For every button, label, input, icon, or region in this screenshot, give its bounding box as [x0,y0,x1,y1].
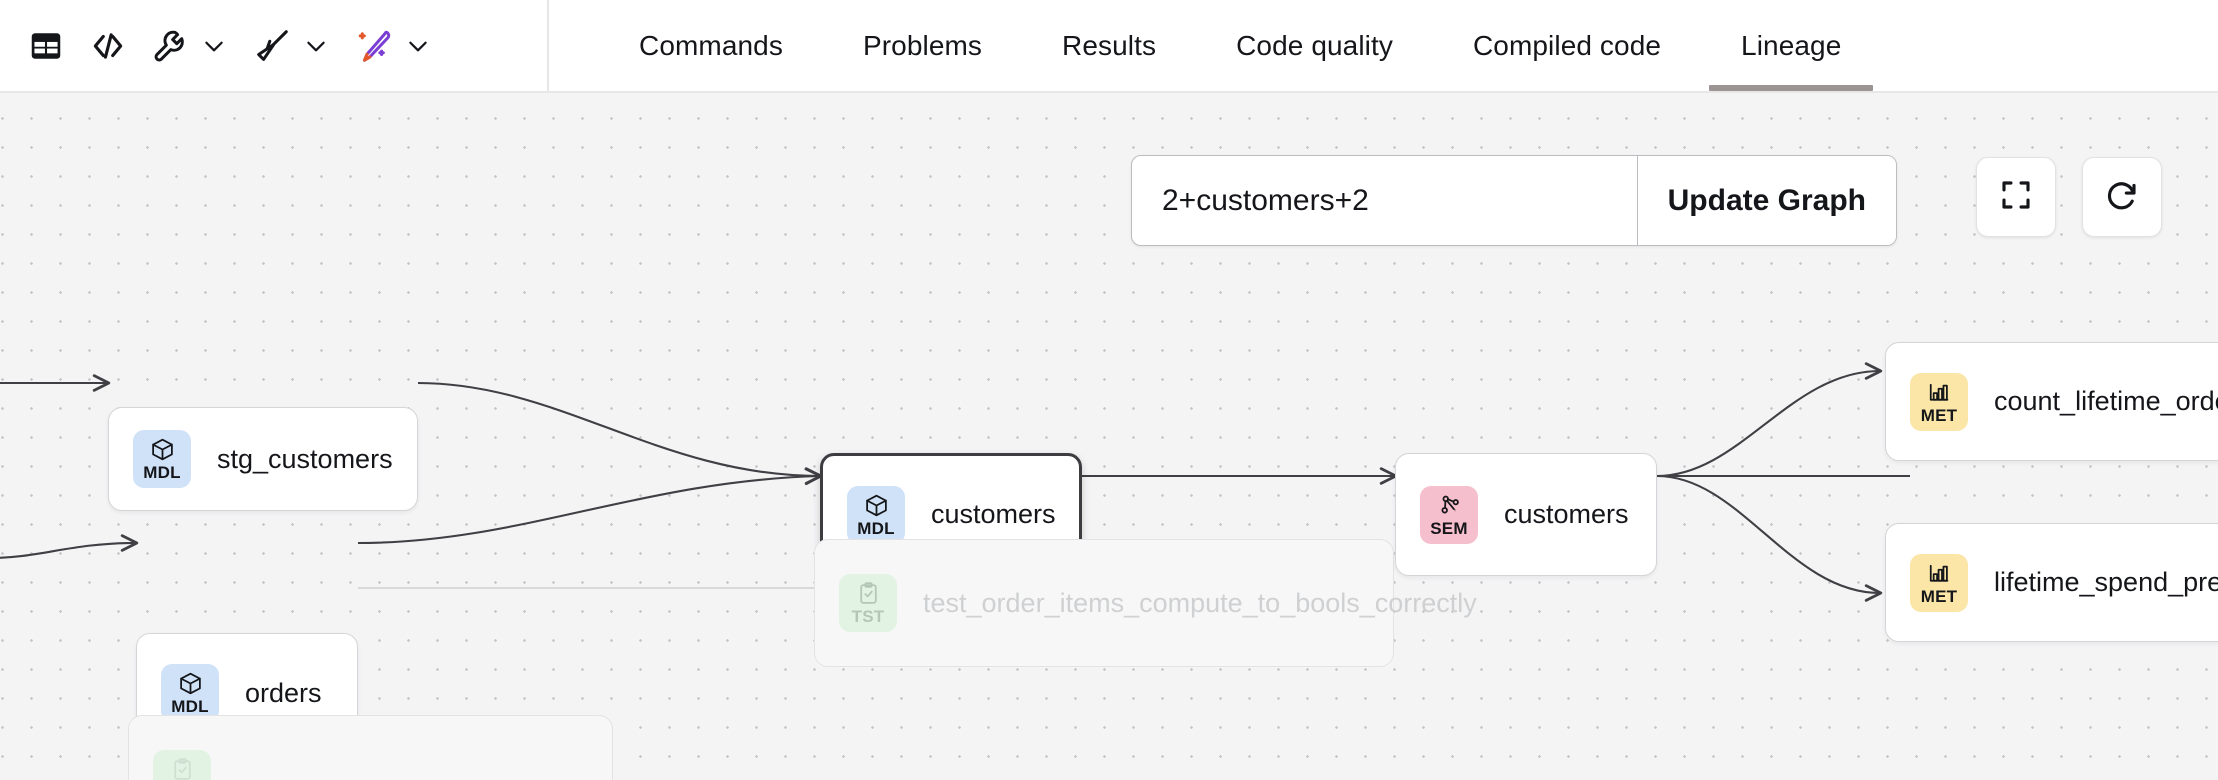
edge-orders-to-customers [357,467,823,545]
editor-tabs: Commands Problems Results Code quality C… [549,0,2218,91]
tab-lineage[interactable]: Lineage [1701,0,1881,91]
met-badge: MET [1910,553,1968,612]
editor-toolbar [0,0,549,91]
broom-icon[interactable] [248,18,296,74]
reset-graph-button[interactable] [2082,157,2162,237]
edge-in-orders [0,534,139,559]
fit-view-icon [1998,177,2034,218]
table-view-icon[interactable] [22,18,70,74]
mdl-badge-text: MDL [171,697,209,716]
format-menu[interactable] [248,18,336,74]
tst-badge-text: TST [851,607,885,626]
mdl-badge-text: MDL [143,463,181,482]
refresh-icon [2104,177,2140,218]
lineage-node-lifetime-spend-pretax[interactable]: MET lifetime_spend_preta [1885,523,2218,642]
lineage-node-label: test_order_items_compute_to_bools_correc… [923,587,1477,618]
met-badge: MET [1910,372,1968,431]
chevron-down-icon-format[interactable] [296,18,336,74]
mdl-badge: MDL [847,485,905,544]
edge-sem-to-lifetime-spend [1656,474,1883,602]
lineage-node-count-lifetime-orders[interactable]: MET count_lifetime_order [1885,342,2218,461]
editor-header: Commands Problems Results Code quality C… [0,0,2218,93]
lineage-canvas[interactable]: MDL stg_customers MDL orders MDL [0,93,2218,780]
mdl-badge-text: MDL [857,518,895,538]
met-badge-text: MET [1920,586,1958,606]
tab-commands[interactable]: Commands [639,29,783,61]
graph-query-input[interactable] [1132,156,1637,245]
lineage-node-customers-semantic[interactable]: SEM customers [1395,453,1657,576]
lineage-node-label: customers [931,499,1056,530]
code-view-icon[interactable] [84,18,132,74]
tab-problems[interactable]: Problems [862,29,983,61]
lineage-node-label: stg_customers [217,443,393,474]
tst-badge: TST [839,574,897,632]
magic-wand-icon[interactable] [350,18,398,74]
lineage-node-test-partial[interactable]: TST [128,715,613,780]
sem-badge-text: SEM [1430,518,1468,538]
lineage-node-label: orders [245,677,322,708]
lineage-node-label: customers [1504,499,1629,530]
ai-assist-menu[interactable] [350,18,438,74]
met-badge-text: MET [1920,405,1958,425]
chevron-down-icon-ai[interactable] [398,18,438,74]
tab-compiled-code[interactable]: Compiled code [1472,29,1662,61]
tab-results[interactable]: Results [1062,29,1157,61]
mdl-badge: MDL [161,664,219,722]
edge-stg-to-customers [417,381,823,485]
lineage-node-test-order-items[interactable]: TST test_order_items_compute_to_bools_co… [814,539,1477,667]
edge-sem-to-count-lifetime [1656,362,1883,478]
update-graph-button[interactable]: Update Graph [1636,156,1896,245]
lineage-node-label: lifetime_spend_preta [1994,567,2218,598]
lineage-node-stg-customers[interactable]: MDL stg_customers [108,407,418,511]
tools-menu[interactable] [146,18,234,74]
tst-badge: TST [153,750,211,780]
fit-view-button[interactable] [1976,157,2056,237]
chevron-down-icon-tools[interactable] [194,18,234,74]
sem-badge: SEM [1420,485,1478,544]
lineage-node-label: count_lifetime_order [1994,386,2218,417]
graph-query-bar: Update Graph [1131,155,1897,246]
tab-code-quality[interactable]: Code quality [1236,29,1393,61]
wrench-icon[interactable] [146,18,194,74]
mdl-badge: MDL [133,430,191,488]
